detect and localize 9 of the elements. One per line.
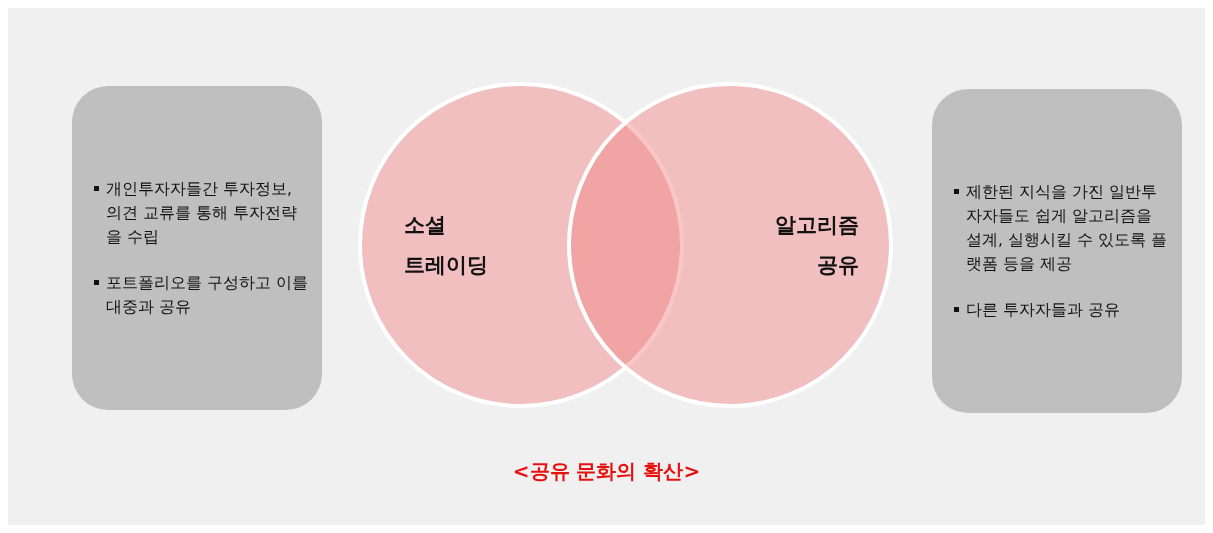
bullet-text: 개인투자자들간 투자정보, 의견 교류를 통해 투자전략을 수립 <box>94 177 310 249</box>
bullet-text: 다른 투자자들과 공유 <box>954 298 1170 322</box>
text-card <box>72 86 322 410</box>
text-card <box>932 89 1182 413</box>
bullet-text: 포트폴리오를 구성하고 이를 대중과 공유 <box>94 271 310 319</box>
circle-label: 소셜 트레이딩 <box>404 212 488 279</box>
caption: <공유 문화의 확산> <box>511 458 702 485</box>
circle-label: 알고리즘 공유 <box>775 212 859 279</box>
bullet-text: 제한된 지식을 가진 일반투자자들도 쉽게 알고리즘을 설계, 실행시킬 수 있도록 플랫폼 등을 제공 <box>954 180 1170 276</box>
